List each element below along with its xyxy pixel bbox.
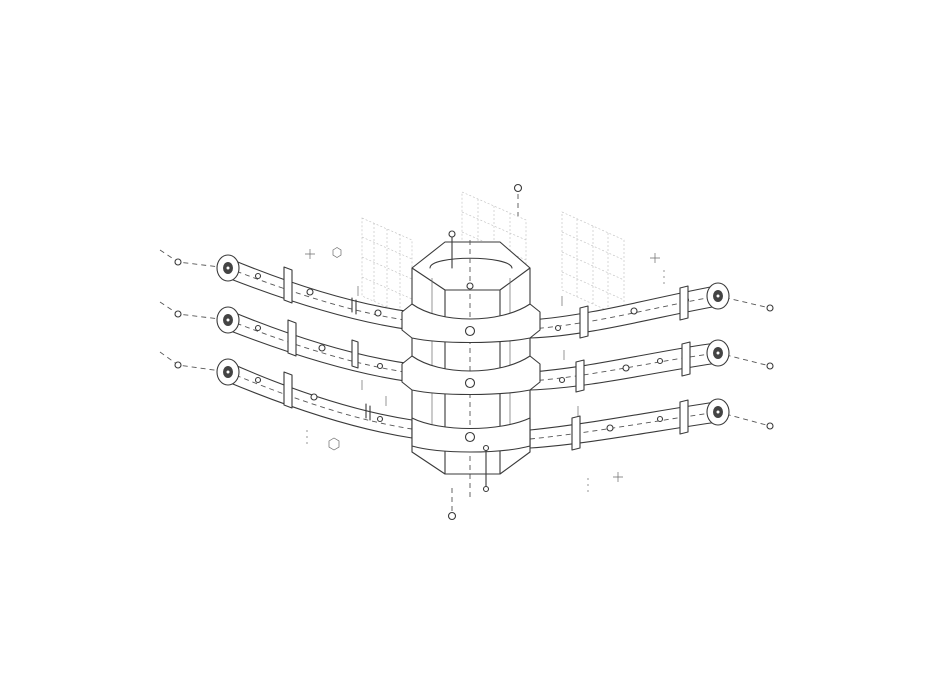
hub-node xyxy=(464,325,476,337)
hexagon-icon xyxy=(332,247,342,258)
plus-icon xyxy=(613,472,623,482)
grid-panel-left xyxy=(361,217,413,319)
bottom-marker xyxy=(447,511,457,521)
hub-node xyxy=(464,431,476,443)
plus-icon xyxy=(305,249,315,259)
plus-icon xyxy=(650,253,660,263)
right-straps xyxy=(529,282,774,451)
right-strap-3 xyxy=(529,398,774,451)
right-strap-1 xyxy=(529,282,774,339)
left-straps xyxy=(159,249,413,439)
column-band-2 xyxy=(401,355,541,396)
hub-node xyxy=(464,377,476,389)
right-strap-2 xyxy=(529,339,774,393)
left-strap-2 xyxy=(159,301,413,383)
central-column xyxy=(401,183,541,521)
hexagon-icon xyxy=(328,437,340,451)
top-marker xyxy=(513,183,523,193)
decorative-symbols xyxy=(305,247,665,492)
grid-panel-right xyxy=(561,211,625,319)
left-strap-1 xyxy=(159,249,413,331)
column-band-1 xyxy=(401,303,541,344)
tick-accents xyxy=(357,286,579,416)
